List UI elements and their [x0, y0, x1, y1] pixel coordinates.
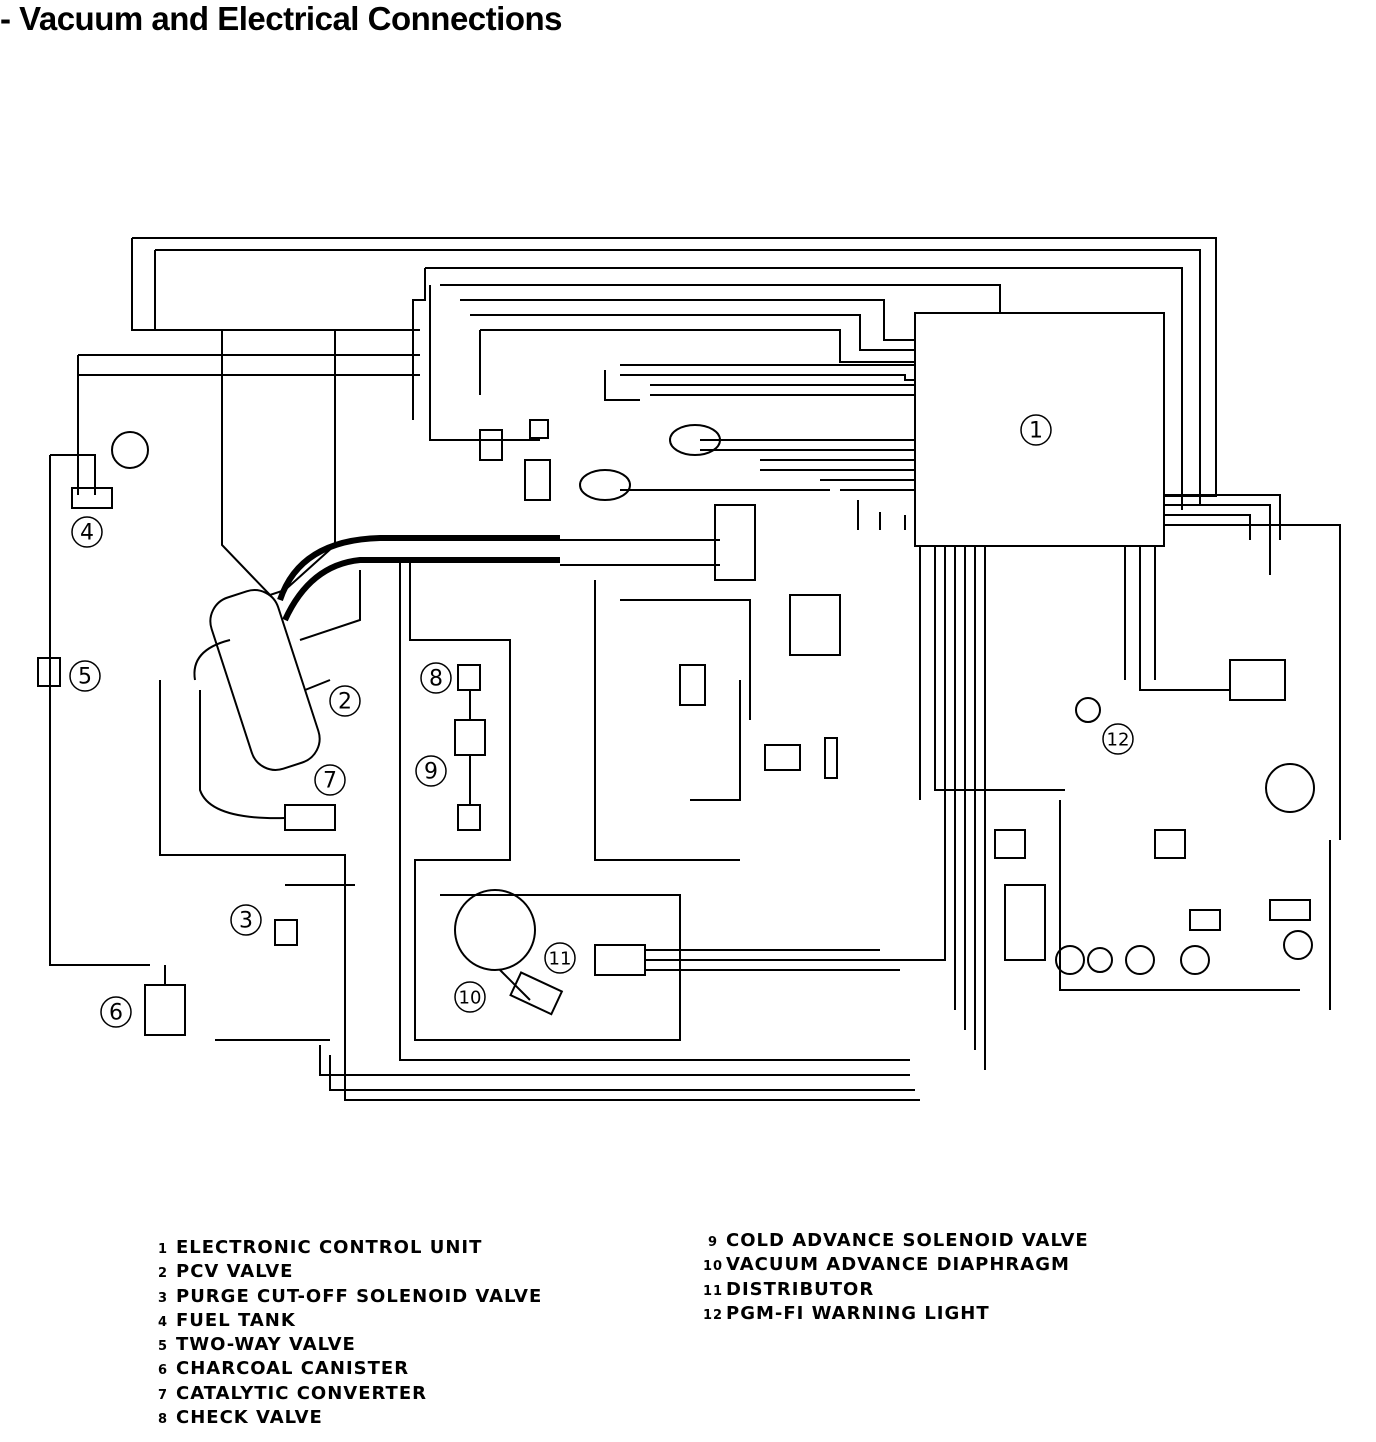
legend-label: PGM-FI WARNING LIGHT: [726, 1302, 990, 1324]
engine-outline: [221, 330, 336, 597]
diagram-title: - Vacuum and Electrical Connections: [0, 0, 562, 37]
legend-item: 8 CHECK VALVE: [150, 1406, 542, 1430]
legend-label: COLD ADVANCE SOLENOID VALVE: [726, 1230, 1089, 1251]
legend-label: PURGE CUT-OFF SOLENOID VALVE: [176, 1285, 543, 1307]
callout-9: 9: [424, 760, 438, 785]
legend-label: TWO-WAY VALVE: [176, 1334, 356, 1356]
callout-3: 3: [239, 909, 253, 934]
callout-11: 11: [549, 949, 572, 970]
legend-label: CHECK VALVE: [176, 1407, 323, 1429]
legend-number: 2: [157, 1266, 169, 1282]
callout-2: 2: [338, 690, 352, 715]
distributor: [454, 889, 536, 971]
legend-label: CATALYTIC CONVERTER: [176, 1382, 427, 1404]
legend-label: DISTRIBUTOR: [726, 1278, 875, 1300]
legend-item: 1 ELECTRONIC CONTROL UNIT: [150, 1236, 542, 1260]
legend-item: 3 PURGE CUT-OFF SOLENOID VALVE: [150, 1285, 542, 1309]
legend-item: 7 CATALYTIC CONVERTER: [150, 1382, 542, 1406]
legend-label: PCV VALVE: [176, 1261, 294, 1283]
legend-number: 11: [702, 1283, 724, 1299]
legend-number: 8: [157, 1412, 169, 1428]
ecu-box: [914, 312, 1165, 547]
callout-10: 10: [459, 988, 482, 1009]
legend-number: 7: [157, 1387, 169, 1403]
callout-1: 1: [1029, 419, 1043, 444]
legend-label: CHARCOAL CANISTER: [176, 1358, 410, 1380]
callout-12: 12: [1107, 730, 1130, 751]
legend-label: ELECTRONIC CONTROL UNIT: [176, 1237, 483, 1258]
legend-item: 4 FUEL TANK: [150, 1309, 542, 1333]
callout-5: 5: [78, 665, 92, 690]
callout-8: 8: [429, 667, 443, 692]
callout-6: 6: [109, 1001, 123, 1026]
legend-number: 1: [157, 1242, 169, 1257]
legend-number: 6: [157, 1363, 169, 1379]
callout-7: 7: [323, 769, 337, 794]
legend-label: FUEL TANK: [176, 1309, 296, 1331]
callout-4: 4: [80, 521, 94, 546]
legend-left: 1 ELECTRONIC CONTROL UNIT 2 PCV VALVE 3 PUR…: [150, 1236, 542, 1430]
legend-item: 6 CHARCOAL CANISTER: [150, 1357, 542, 1381]
legend-number: 5: [157, 1339, 169, 1355]
legend-item: 5 TWO-WAY VALVE: [150, 1333, 542, 1357]
legend-number: 9: [707, 1235, 719, 1250]
legend-number: 12: [702, 1307, 724, 1323]
legend-item: 9 COLD ADVANCE SOLENOID VALVE: [700, 1229, 1089, 1253]
legend-number: 3: [157, 1290, 169, 1306]
legend-number: 10: [702, 1259, 724, 1275]
legend-item: 2 PCV VALVE: [150, 1260, 542, 1284]
legend-label: VACUUM ADVANCE DIAPHRAGM: [726, 1254, 1070, 1276]
legend-number: 4: [157, 1314, 169, 1330]
